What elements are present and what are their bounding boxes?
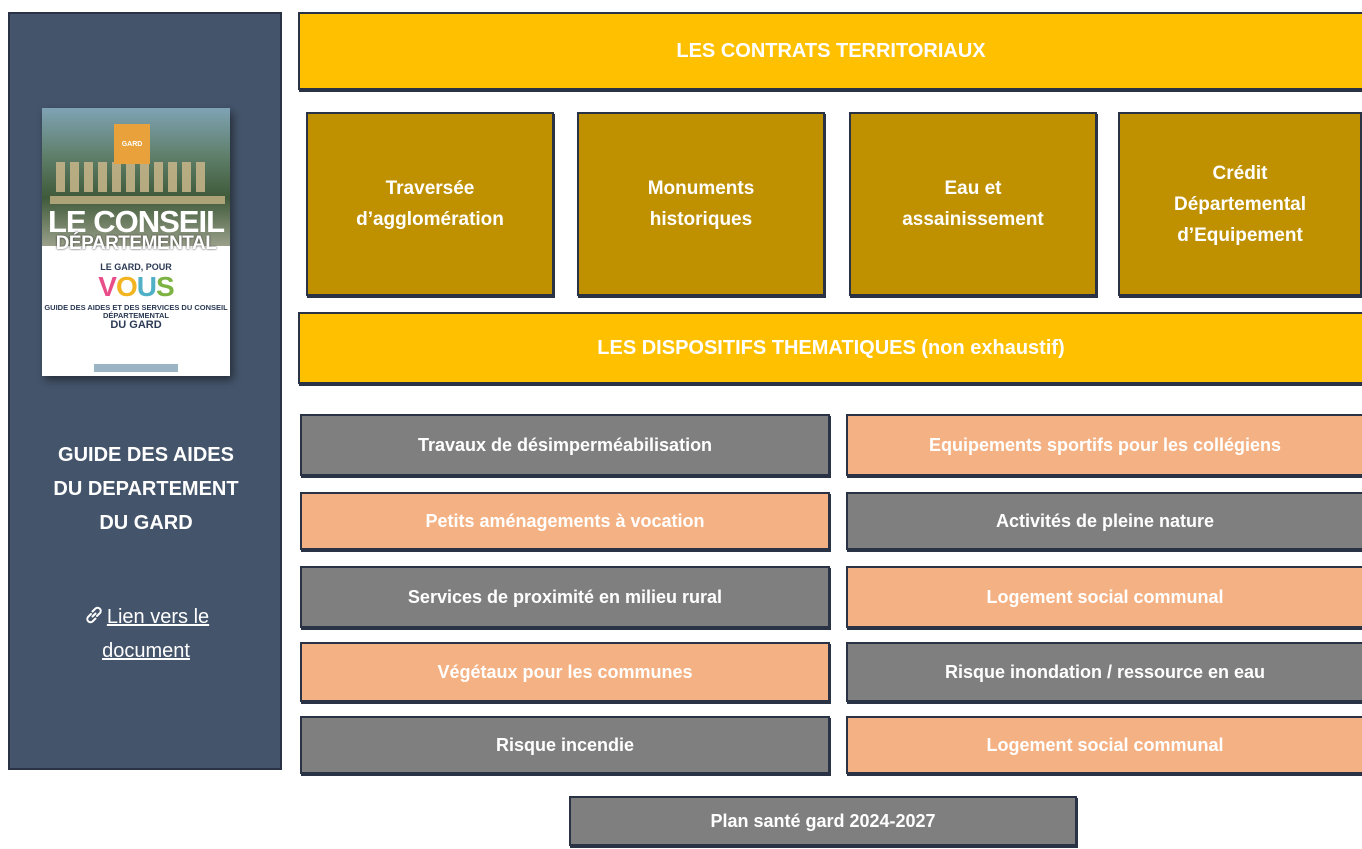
dispositif-label: Petits aménagements à vocation	[425, 510, 705, 531]
card-line: Départemental	[1174, 193, 1306, 215]
guide-title-line: DU DEPARTEMENT	[53, 478, 239, 500]
dispositif-label: Logement social communal	[986, 586, 1224, 607]
dispositif-item: Equipements sportifs pour les collégiens	[846, 414, 1362, 476]
dispositif-item: Logement social communal	[846, 566, 1362, 628]
contrat-card-traversee: Traversée d’agglomération	[306, 112, 554, 296]
dispositif-item: Végétaux pour les communes	[300, 642, 830, 702]
cover-title-line2: DÉPARTEMENTAL	[55, 233, 217, 254]
dispositif-label: Végétaux pour les communes	[437, 661, 693, 682]
cover-dugard: DU GARD	[110, 318, 162, 331]
guide-title-line: DU GARD	[99, 512, 193, 534]
dispositif-item: Activités de pleine nature	[846, 492, 1362, 550]
document-link-text[interactable]: Lien vers le	[106, 606, 210, 628]
guide-title: GUIDE DES AIDES DU DEPARTEMENT DU GARD	[22, 438, 270, 540]
dispositifs-header-text: LES DISPOSITIFS THEMATIQUES (non exhaust…	[597, 336, 1065, 359]
plan-sante-label: Plan santé gard 2024-2027	[710, 810, 936, 831]
card-line: Eau et	[944, 178, 1002, 199]
link-icon	[83, 603, 105, 625]
dispositifs-header: LES DISPOSITIFS THEMATIQUES (non exhaust…	[298, 312, 1362, 384]
card-line: assainissement	[902, 209, 1044, 230]
cover-pour: LE GARD, POUR	[100, 262, 172, 272]
cover-strip	[94, 364, 178, 372]
dispositif-label: Risque inondation / ressource en eau	[944, 661, 1266, 682]
contrat-card-eau: Eau et assainissement	[849, 112, 1097, 296]
contrat-card-monuments: Monuments historiques	[577, 112, 825, 296]
card-line: d’Equipement	[1177, 224, 1303, 246]
cover-bridge-deck	[50, 196, 225, 204]
document-link-text[interactable]: document	[102, 640, 190, 662]
cover-bridge	[56, 162, 206, 192]
dispositif-item: Risque incendie	[300, 716, 830, 774]
contrat-card-credit: Crédit Départemental d’Equipement	[1118, 112, 1362, 296]
card-line: historiques	[649, 209, 753, 230]
cover-logo: GARD	[114, 124, 150, 164]
cover-lower: LE GARD, POUR VOUS GUIDE DES AIDES ET DE…	[42, 254, 230, 331]
card-line: d’agglomération	[356, 209, 504, 230]
dispositif-label: Equipements sportifs pour les collégiens	[928, 434, 1282, 455]
cover-vous: VOUS	[98, 271, 174, 302]
cover-title-line1: LE CONSEIL	[47, 204, 225, 239]
dispositif-item: Services de proximité en milieu rural	[300, 566, 830, 628]
card-line: Traversée	[385, 178, 475, 199]
guide-cover-image: GARD LE CONSEIL DÉPARTEMENTAL LE GARD, P…	[42, 108, 230, 376]
dispositif-label: Activités de pleine nature	[995, 510, 1215, 531]
dispositif-label: Logement social communal	[986, 734, 1224, 755]
dispositif-item: Risque inondation / ressource en eau	[846, 642, 1362, 702]
dispositif-item: Petits aménagements à vocation	[300, 492, 830, 550]
guide-title-line: GUIDE DES AIDES	[58, 444, 234, 466]
cover-subtitle: GUIDE DES AIDES ET DES SERVICES DU CONSE…	[44, 303, 228, 320]
plan-sante-box: Plan santé gard 2024-2027	[569, 796, 1077, 846]
dispositif-label: Risque incendie	[495, 734, 635, 755]
document-link[interactable]: Lien vers le document	[22, 600, 270, 668]
card-line: Crédit	[1212, 162, 1268, 184]
dispositif-item: Travaux de désimperméabilisation	[300, 414, 830, 476]
contrats-header: LES CONTRATS TERRITORIAUX	[298, 12, 1362, 90]
card-line: Monuments	[647, 178, 755, 199]
dispositif-label: Travaux de désimperméabilisation	[417, 434, 713, 455]
dispositif-item: Logement social communal	[846, 716, 1362, 774]
dispositif-label: Services de proximité en milieu rural	[407, 586, 723, 607]
contrats-header-text: LES CONTRATS TERRITORIAUX	[676, 39, 986, 62]
